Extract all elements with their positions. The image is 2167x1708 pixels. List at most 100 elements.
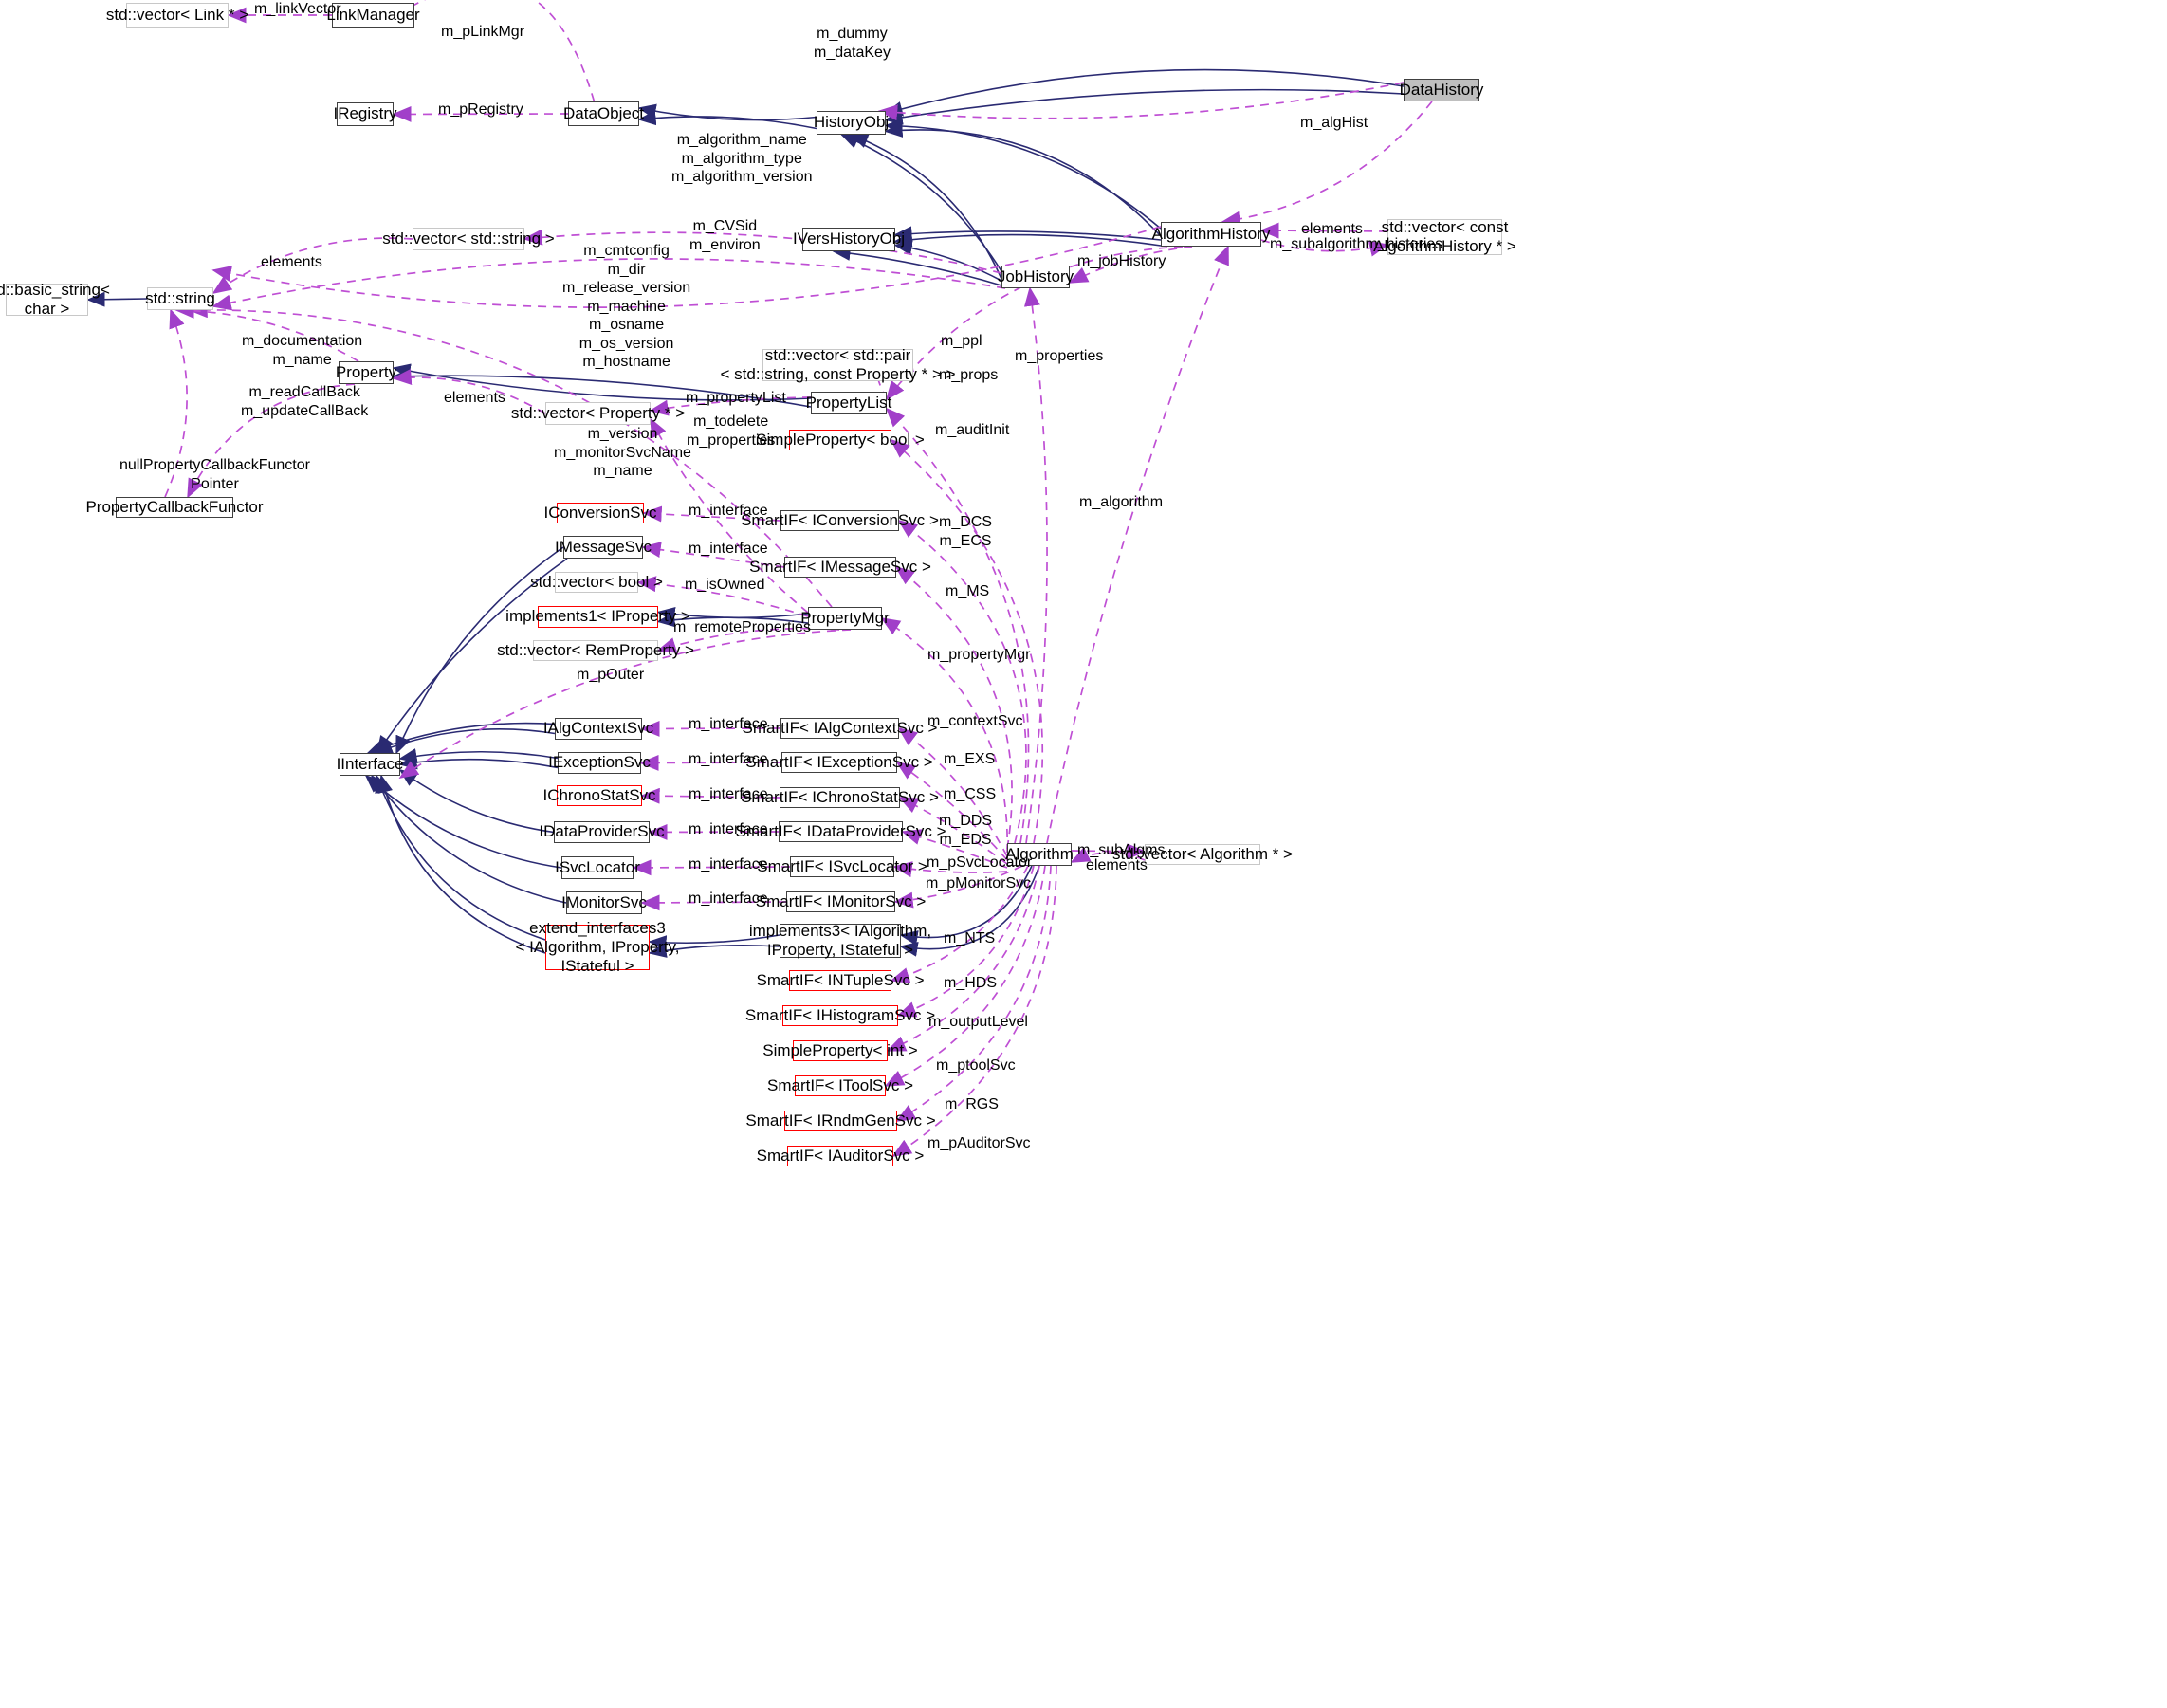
edge-label-elements_algv: elements [1086, 857, 1148, 873]
edge-label-m_NTS: m_NTS [944, 930, 996, 946]
class-node-dataobject[interactable]: DataObject [563, 101, 644, 126]
edge-label-m_EXS: m_EXS [944, 751, 996, 767]
class-node-simpleproperty_int[interactable]: SimpleProperty< int > [762, 1040, 918, 1061]
class-node-isvclocator[interactable]: ISvcLocator [555, 856, 640, 879]
edge-label-m_subalg_hist: m_subalgorithm_histories [1270, 236, 1443, 252]
class-node-ichronostatsvc[interactable]: IChronoStatSvc [542, 785, 656, 806]
edge-label-m_ppl: m_ppl [941, 333, 982, 349]
class-node-smartif_irndmgen[interactable]: SmartIF< IRndmGenSvc > [745, 1111, 936, 1131]
class-node-linkmanager[interactable]: LinkManager [326, 3, 420, 28]
edge-label-m_pLinkMgr: m_pLinkMgr [441, 24, 525, 40]
edge-label-m_contextSvc: m_contextSvc [927, 713, 1023, 729]
edge-label-m_dummy_key: m_dummy m_dataKey [814, 26, 891, 61]
class-node-propertylist[interactable]: PropertyList [806, 392, 891, 414]
edge-label-m_RGS: m_RGS [945, 1096, 999, 1112]
edge-label-m_MS: m_MS [946, 583, 990, 599]
edge-label-nullPropCB: nullPropertyCallbackFunctor Pointer [119, 457, 310, 492]
class-node-ialgcontextsvc[interactable]: IAlgContextSvc [543, 718, 653, 740]
edge-label-m_interface_3: m_interface [689, 716, 768, 732]
class-node-algorithmhistory[interactable]: AlgorithmHistory [1152, 222, 1270, 247]
class-node-smartif_intuple[interactable]: SmartIF< INTupleSvc > [757, 970, 925, 991]
edge-label-m_outputLevel: m_outputLevel [928, 1014, 1028, 1030]
class-node-iconversionsvc[interactable]: IConversionSvc [543, 503, 657, 523]
edge-label-m_props: m_props [939, 367, 999, 383]
class-node-vector_const_alghist[interactable]: std::vector< const AlgorithmHistory * > [1373, 217, 1516, 255]
class-node-historyobj[interactable]: HistoryObj [814, 111, 889, 135]
class-node-imessagesvc[interactable]: IMessageSvc [555, 536, 652, 559]
class-node-vector_link[interactable]: std::vector< Link * > [106, 3, 248, 28]
edge-label-m_DCS_ECS: m_DCS m_ECS [939, 514, 993, 549]
class-node-iversHistoryObj[interactable]: IVersHistoryObj [793, 228, 905, 251]
edge-label-m_interface_2: m_interface [689, 541, 768, 557]
edge-label-m_pMonitorSvc: m_pMonitorSvc [926, 875, 1032, 891]
edge-label-m_todelete: m_todelete m_properties [687, 413, 776, 449]
class-node-extend_interfaces3[interactable]: extend_interfaces3 < IAlgorithm, IProper… [515, 918, 680, 976]
class-node-vector_pair[interactable]: std::vector< std::pair < std::string, co… [720, 345, 956, 383]
edge-label-m_version_blk: m_version m_monitorSvcName m_name [554, 426, 691, 480]
edge-label-m_pAuditorSvc: m_pAuditorSvc [927, 1135, 1031, 1151]
edge-label-m_properties_r: m_properties [1015, 348, 1104, 364]
class-node-propcbfunctor[interactable]: PropertyCallbackFunctor [85, 497, 264, 518]
edge-label-m_pRegistry: m_pRegistry [438, 101, 523, 118]
class-node-vector_remproperty[interactable]: std::vector< RemProperty > [497, 640, 694, 661]
class-node-vector_algorithm[interactable]: std::vector< Algorithm * > [1112, 844, 1293, 865]
edge-label-m_isOwned: m_isOwned [685, 577, 765, 593]
class-node-iregistry[interactable]: IRegistry [333, 102, 397, 126]
edge-label-m_jobHistory: m_jobHistory [1077, 253, 1166, 269]
edge-label-elements_str: elements [261, 254, 322, 270]
class-node-smartif_iconversion[interactable]: SmartIF< IConversionSvc > [741, 510, 939, 531]
edge-label-elements_prop: elements [444, 390, 505, 406]
class-node-datahistory[interactable]: DataHistory [1400, 79, 1483, 101]
edge-label-m_interface_6: m_interface [689, 821, 768, 837]
edge-label-m_algHist: m_algHist [1300, 115, 1368, 131]
class-node-smartif_imessage[interactable]: SmartIF< IMessageSvc > [749, 557, 931, 578]
class-node-vector_property[interactable]: std::vector< Property * > [511, 402, 685, 425]
edge-label-m_DDS_EDS: m_DDS m_EDS [939, 813, 993, 848]
edge-label-m_pOuter: m_pOuter [577, 667, 645, 683]
class-node-jobhistory[interactable]: JobHistory [998, 266, 1074, 288]
class-node-smartif_iauditor[interactable]: SmartIF< IAuditorSvc > [757, 1146, 924, 1166]
edge-label-m_algorithm_3: m_algorithm_name m_algorithm_type m_algo… [671, 132, 813, 186]
class-node-std_string[interactable]: std::string [145, 287, 215, 310]
edge-label-m_HDS: m_HDS [944, 975, 998, 991]
edge-label-m_cmtconfig_blk: m_cmtconfig m_dir m_release_version m_ma… [562, 243, 691, 371]
class-node-vector_string_1[interactable]: std::vector< std::string > [382, 228, 555, 250]
edge-label-m_ptoolSvc: m_ptoolSvc [936, 1057, 1016, 1074]
class-node-smartif_imonitor[interactable]: SmartIF< IMonitorSvc > [756, 891, 926, 912]
edge-label-m_pSvcLocator: m_pSvcLocator [927, 854, 1033, 871]
class-node-smartif_ihistogram[interactable]: SmartIF< IHistogramSvc > [745, 1005, 935, 1026]
edge-label-m_CSS: m_CSS [944, 786, 997, 802]
class-node-smartif_ialgcontext[interactable]: SmartIF< IAlgContextSvc > [743, 718, 937, 739]
class-node-implements1[interactable]: implements1< IProperty > [505, 606, 690, 628]
edge-label-m_interface_1: m_interface [689, 503, 768, 519]
class-node-simpleproperty_bool[interactable]: SimpleProperty< bool > [756, 430, 925, 450]
class-node-iexceptionsvc[interactable]: IExceptionSvc [548, 752, 651, 774]
class-node-idataprovidersvc[interactable]: IDataProviderSvc [539, 821, 665, 843]
edge-label-m_algorithm_a: m_algorithm [1079, 494, 1164, 510]
class-node-property[interactable]: Property [336, 361, 396, 384]
edge-label-m_auditInit: m_auditInit [935, 422, 1010, 438]
class-node-smartif_ichrono[interactable]: SmartIF< IChronoStatSvc > [741, 787, 939, 808]
edge-label-m_linkVector: m_linkVector [254, 1, 341, 17]
edge-label-m_propertyMgr: m_propertyMgr [927, 647, 1031, 663]
class-node-smartif_itool[interactable]: SmartIF< IToolSvc > [767, 1075, 913, 1096]
class-node-imonitorsvc[interactable]: IMonitorSvc [561, 891, 647, 914]
edge-label-m_interface_5: m_interface [689, 786, 768, 802]
class-node-smartif_idataprov[interactable]: SmartIF< IDataProviderSvc > [735, 821, 946, 842]
class-node-smartif_iexception[interactable]: SmartIF< IExceptionSvc > [745, 752, 933, 773]
class-node-implements3[interactable]: implements3< IAlgorithm, IProperty, ISta… [748, 921, 932, 959]
class-node-vector_bool[interactable]: std::vector< bool > [530, 572, 663, 593]
edge-label-m_interface_4: m_interface [689, 751, 768, 767]
edge-label-m_interface_7: m_interface [689, 856, 768, 872]
edge-label-m_CVSid_env: m_CVSid m_environ [689, 218, 761, 253]
class-node-iinterface[interactable]: IInterface [337, 753, 403, 776]
edge-label-m_subAlgms: m_subAlgms [1077, 842, 1166, 858]
class-node-algorithm[interactable]: Algorithm [1005, 843, 1074, 866]
class-node-smartif_isvcloc[interactable]: SmartIF< ISvcLocator > [757, 856, 927, 877]
edge-label-m_propertyList: m_propertyList [686, 390, 786, 406]
edge-label-m_interface_8: m_interface [689, 891, 768, 907]
edge-label-m_remoteProperties: m_remoteProperties [673, 619, 811, 635]
class-node-basic_string[interactable]: std::basic_string< char > [0, 280, 110, 318]
class-node-propertymgr[interactable]: PropertyMgr [800, 607, 890, 630]
